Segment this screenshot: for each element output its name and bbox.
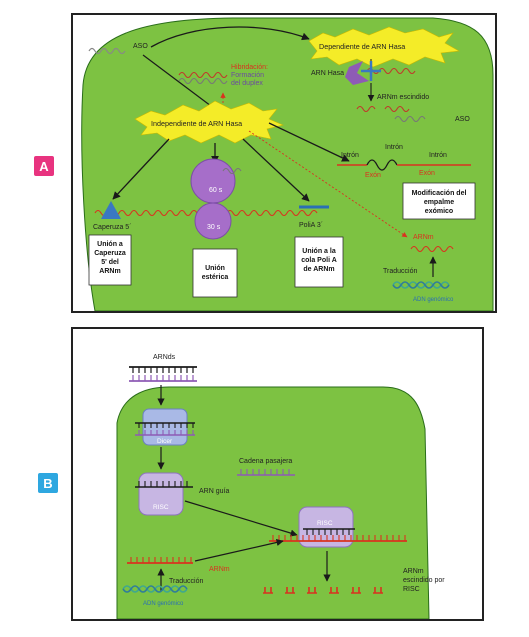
formacion-label: Formación [231,72,264,79]
box-polia-line-1: Unión a la [302,248,336,255]
arnm-escindido-label: ARNm escindido [377,94,429,101]
escindido-line-1: ARNm [403,568,424,575]
polia-label: PoliA 3´ [299,222,323,229]
guide-strand [135,481,193,488]
premrna-loop [366,159,398,171]
box-caperuza-line-3: 5' del [101,259,119,266]
dna-helix-1 [392,281,450,289]
box-empalme-line-3: exómico [425,208,453,215]
cleaved-fragments [263,587,383,594]
risc-guide-strand [303,528,355,535]
box-caperuza-line-1: Unión a [97,241,123,248]
box-esterica-line-1: Unión [205,265,225,272]
arn-guia-label: ARN guía [199,488,229,495]
risc-complex-1 [138,472,184,516]
box-empalme-line-1: Modificación del [412,190,467,197]
intron-label-2: Intrón [385,144,403,151]
box-polia: Unión a la cola Poli A de ARNm [294,236,344,288]
intron-label-1: Intrón [341,152,359,159]
cadena-pasajera-label: Cadena pasajera [239,458,292,465]
caperuza-label: Caperuza 5´ [93,224,132,231]
dependiente-label: Dependiente de ARN Hasa [319,42,405,51]
box-polia-line-3: de ARNm [303,266,334,273]
arnm-label-b: ARNm [209,566,230,573]
box-empalme-line-2: empalme [424,199,454,206]
panel-b-badge: B [38,473,58,493]
risc-label: RISC [153,504,169,511]
dna-helix-b2 [122,585,188,593]
arrow-to-risc-2 [184,500,298,537]
duplex-label: del duplex [231,80,263,87]
arnm-strand-left [127,557,193,564]
arnm-label: ARNm [413,234,434,241]
arrow-to-polia [242,138,310,202]
cap-5-triangle [101,201,121,219]
traduccion-label: Traducción [383,268,417,275]
panel-a: ASO Dependiente de ARN Hasa Hibridación:… [71,13,497,313]
aso-top-label: ASO [133,43,148,50]
box-caperuza-line-2: Caperuza [94,250,126,257]
panel-b-diagram: ARNds Dicer Cadena pasajera RISC ARN guí… [116,354,445,619]
arrow-to-empalme [268,122,350,162]
ribosome-30s-label: 30 s [207,224,221,231]
duplex-strand-1 [178,71,228,79]
adn-label-b: ADN genómico [143,601,184,607]
exon-label-2: Exón [419,170,435,177]
escindido-line-2: escindido por [403,577,445,584]
cell-membrane [81,17,494,311]
arn-hasa-enzyme [345,61,369,85]
box-esterica-line-2: estérica [202,274,229,281]
arrow-to-dependiente [150,26,310,48]
arnds-duplex [129,366,197,382]
dependiente-burst [308,26,460,68]
aso-strand-right [394,115,426,123]
target-mrna [269,535,407,542]
aso-on-ribosome [222,167,242,175]
exon-label-1: Exón [365,172,381,179]
aso-strand-top [88,47,126,55]
arnm-strand-right [410,245,454,253]
dicer-label: Dicer [157,438,173,445]
cleaved-mrna-2 [384,105,410,113]
passenger-strand [237,469,295,476]
cleaved-mrna-1 [356,105,376,113]
box-empalme: Modificación del empalme exómico [402,182,476,220]
box-caperuza-line-4: ARNm [99,268,120,275]
risc-2-label: RISC [317,520,333,527]
adn-label: ADN genómico [413,297,454,303]
aso-right-label: ASO [455,116,470,123]
ribosome-60s-label: 60 s [209,187,223,194]
panel-a-badge: A [34,156,54,176]
traduccion-label-b: Traducción [169,578,203,585]
panel-b: ARNds Dicer Cadena pasajera RISC ARN guí… [71,327,484,621]
ribosome-60s [190,158,236,204]
arnds-label: ARNds [153,354,176,361]
dicer-duplex [135,422,195,436]
arn-hasa-label: ARN Hasa [311,70,344,77]
panel-a-diagram: ASO Dependiente de ARN Hasa Hibridación:… [81,17,494,311]
hibridacion-label: Hibridación: [231,64,268,71]
intron-label-3: Intrón [429,152,447,159]
mrna-target-right [366,67,416,75]
dna-helix-2 [392,281,450,289]
box-esterica: Unión estérica [192,248,238,298]
duplex-strand-2 [178,77,228,85]
ribosome-30s [194,202,232,240]
box-caperuza: Unión a Caperuza 5' del ARNm [88,234,132,286]
arrow-mrna-to-risc [194,538,284,562]
independiente-label: Independiente de ARN Hasa [151,119,242,128]
arrow-to-caperuza [112,138,170,200]
escindido-line-3: RISC [403,586,420,593]
independiente-burst [134,100,284,144]
box-polia-line-2: cola Poli A [301,257,337,264]
